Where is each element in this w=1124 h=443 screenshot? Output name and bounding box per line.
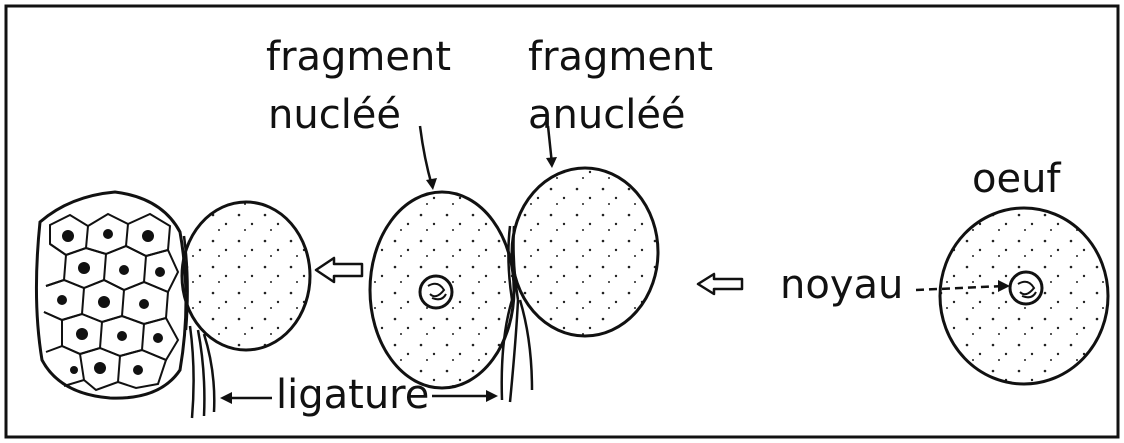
label-fragment-anuclee-line1: fragment	[528, 34, 714, 80]
label-ligature: ligature	[276, 372, 430, 418]
label-fragment-nuclee-line1: fragment	[266, 34, 452, 80]
diagram-frame	[4, 4, 1120, 439]
nucleus-egg	[1008, 270, 1044, 306]
label-noyau: noyau	[780, 262, 904, 308]
left-fragment	[180, 200, 312, 352]
ligature-left	[182, 235, 216, 419]
pointer-ligature	[220, 390, 498, 404]
egg-cell	[938, 206, 1110, 386]
nucleus-fragment	[418, 274, 454, 310]
pointer-fragment-anuclee	[546, 125, 557, 168]
hollow-arrow-left-2	[696, 272, 744, 296]
label-fragment-nuclee-line2: nucléé	[268, 92, 402, 138]
label-oeuf: oeuf	[972, 156, 1061, 202]
anucleated-fragment	[510, 166, 660, 338]
label-fragment-anuclee-line2: anucléé	[528, 92, 686, 138]
ligature-middle	[500, 225, 534, 403]
nucleated-fragment	[368, 190, 516, 390]
cellular-mass	[34, 190, 188, 400]
pointer-noyau	[915, 280, 1010, 292]
hollow-arrow-left-1	[314, 256, 364, 284]
pointer-fragment-nuclee	[418, 125, 437, 190]
